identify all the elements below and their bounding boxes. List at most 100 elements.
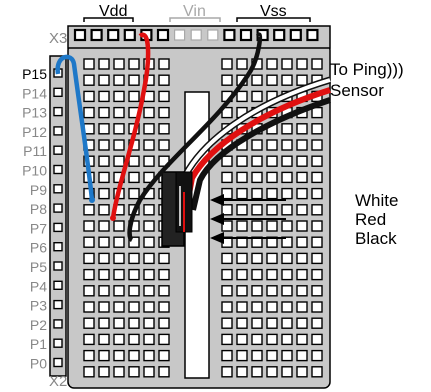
breadboard-hole: [83, 349, 95, 362]
red-arrow: [210, 213, 286, 225]
breadboard-hole: [128, 171, 140, 184]
breadboard-hole: [83, 236, 95, 248]
breadboard-hole: [98, 333, 110, 346]
breadboard-hole: [98, 317, 110, 329]
breadboard-hole: [98, 155, 110, 167]
breadboard-hole: [221, 349, 233, 362]
breadboard-hole: [158, 74, 170, 86]
breadboard-hole: [221, 301, 233, 313]
breadboard-hole: [158, 123, 170, 135]
breadboard-hole: [158, 252, 170, 265]
breadboard-hole: [266, 155, 278, 167]
breadboard-hole: [281, 285, 293, 297]
breadboard-hole: [221, 285, 233, 297]
breadboard-hole: [281, 58, 293, 70]
black-jumper-wire: [127, 32, 263, 243]
breadboard-hole: [113, 252, 125, 265]
breadboard-hole: [311, 171, 323, 184]
vdd-bracket: [83, 17, 134, 22]
breadboard-hole: [251, 333, 263, 346]
breadboard-hole: [221, 155, 233, 167]
breadboard-hole: [221, 268, 233, 281]
breadboard-hole: [83, 58, 95, 70]
breadboard-hole: [221, 333, 233, 346]
pin-label-p10: P10: [22, 163, 47, 179]
io-pin-hole: [53, 261, 63, 271]
pin-label-p5: P5: [30, 259, 47, 275]
three-pin-connector: [161, 171, 193, 247]
breadboard-hole: [281, 171, 293, 184]
breadboard-hole: [296, 236, 308, 248]
header-hole: [289, 28, 302, 42]
breadboard-hole: [83, 268, 95, 281]
breadboard-hole: [113, 333, 125, 346]
breadboard-hole: [98, 285, 110, 297]
breadboard-hole: [158, 106, 170, 119]
breadboard-hole: [128, 155, 140, 167]
breadboard-hole: [251, 349, 263, 362]
breadboard-hole: [266, 171, 278, 184]
breadboard-hole: [113, 106, 125, 119]
breadboard-hole: [281, 74, 293, 86]
breadboard-hole: [266, 74, 278, 86]
breadboard-hole: [281, 123, 293, 135]
breadboard-hole: [128, 285, 140, 297]
breadboard-hole: [113, 366, 125, 378]
breadboard-hole: [311, 252, 323, 265]
breadboard-hole: [311, 155, 323, 167]
breadboard-hole: [143, 317, 155, 329]
header-hole: [190, 29, 202, 41]
breadboard-hole: [236, 317, 248, 329]
breadboard-hole: [311, 139, 323, 151]
breadboard-hole: [296, 155, 308, 167]
breadboard-hole: [113, 285, 125, 297]
breadboard-hole: [143, 155, 155, 167]
sensor-label: Sensor: [330, 81, 384, 100]
breadboard-hole: [281, 301, 293, 313]
breadboard-hole: [143, 333, 155, 346]
pin-label-p4: P4: [30, 278, 47, 294]
breadboard-hole: [236, 204, 248, 216]
breadboard-hole: [296, 171, 308, 184]
breadboard-hole: [296, 58, 308, 70]
breadboard-hole: [221, 106, 233, 119]
io-pin-hole: [53, 87, 63, 98]
black-wire-label: Black: [355, 229, 397, 248]
breadboard-hole: [311, 58, 323, 70]
breadboard-hole: [221, 74, 233, 86]
breadboard-hole: [296, 285, 308, 297]
breadboard-hole: [251, 74, 263, 86]
breadboard-hole: [221, 171, 233, 184]
breadboard-hole: [113, 349, 125, 362]
breadboard-hole: [98, 236, 110, 248]
pin-label-p8: P8: [30, 201, 47, 217]
breadboard-hole: [221, 252, 233, 265]
cable-red-wire: [183, 87, 331, 211]
breadboard-hole: [266, 139, 278, 151]
breadboard-hole: [236, 268, 248, 281]
breadboard-hole: [158, 90, 170, 103]
breadboard-hole: [128, 317, 140, 329]
breadboard-hole: [281, 252, 293, 265]
pin-label-p1: P1: [30, 336, 47, 352]
io-pin-hole: [53, 222, 63, 233]
breadboard-hole: [296, 349, 308, 362]
breadboard-hole: [296, 366, 308, 378]
breadboard-hole: [158, 317, 170, 329]
breadboard-hole: [128, 268, 140, 281]
breadboard-hole: [158, 285, 170, 297]
pin-label-p14: P14: [22, 85, 47, 101]
breadboard-hole: [113, 155, 125, 167]
breadboard-hole: [113, 220, 125, 232]
breadboard-hole: [281, 187, 293, 200]
red-jumper-wire: [110, 32, 151, 219]
breadboard-hole: [83, 204, 95, 216]
io-pin-hole: [53, 126, 63, 136]
breadboard-hole: [221, 317, 233, 329]
breadboard-hole: [83, 366, 95, 378]
vss-bracket: [236, 17, 311, 22]
breadboard-hole: [113, 123, 125, 135]
breadboard-hole: [113, 90, 125, 103]
breadboard-hole: [236, 220, 248, 232]
